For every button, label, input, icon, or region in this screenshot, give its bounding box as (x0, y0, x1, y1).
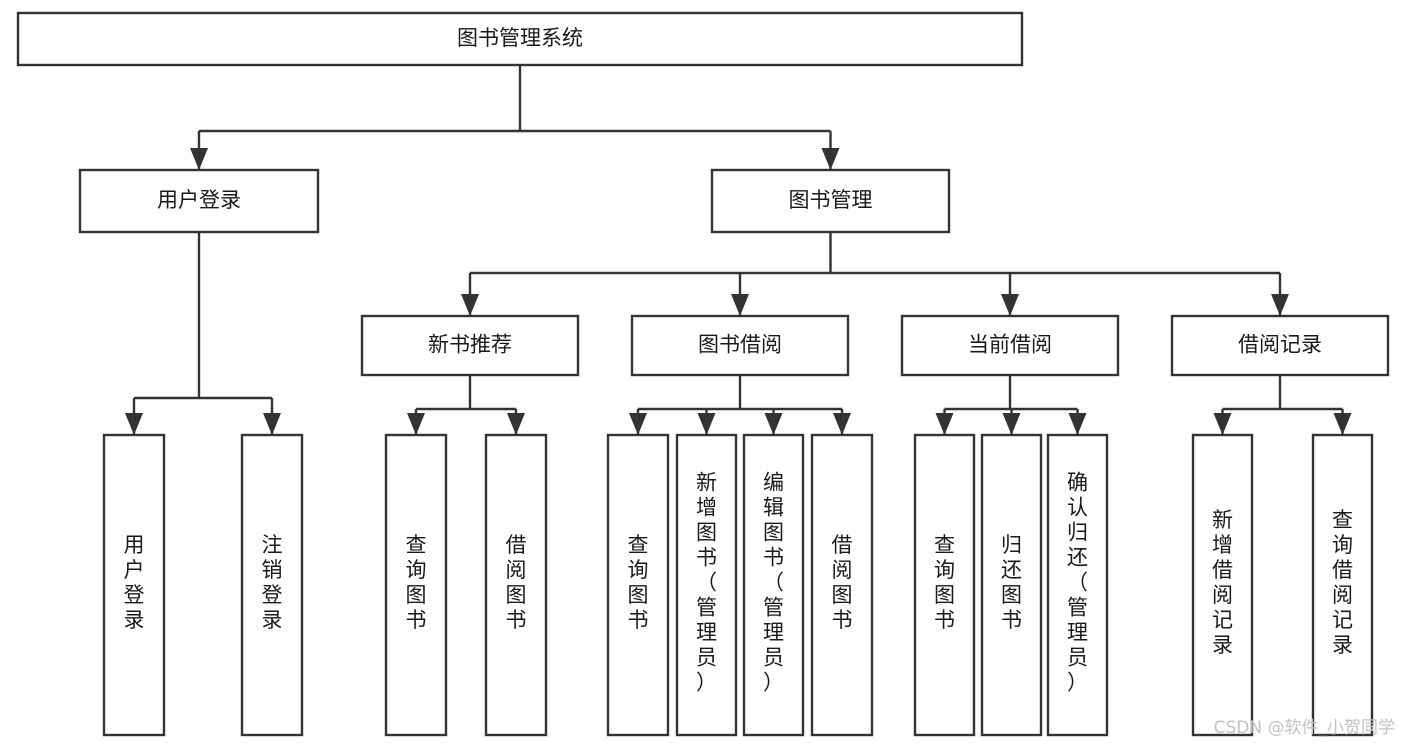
node-leaf-query-book-recommend[interactable]: 查询图书 (384, 433, 448, 737)
connector-arrow-icon (1002, 413, 1021, 435)
connector-arrow-icon (190, 148, 208, 170)
node-box-leaf-borrow-book[interactable] (810, 433, 874, 737)
node-label-leaf-edit-book: 编辑图书（管理员） (763, 471, 784, 695)
node-leaf-logout[interactable]: 注销登录 (240, 433, 304, 737)
node-book-management[interactable]: 图书管理 (710, 168, 951, 234)
node-label-leaf-logout: 注销登录 (262, 533, 283, 632)
node-box-current-borrow[interactable] (900, 314, 1120, 377)
connector-arrow-icon (1271, 294, 1289, 316)
node-label-user-login: 用户登录 (157, 188, 241, 212)
node-label-leaf-add-book: 新增图书（管理员） (696, 471, 717, 695)
node-label-book-management: 图书管理 (789, 188, 873, 212)
node-leaf-return-book[interactable]: 归还图书 (980, 433, 1043, 737)
node-leaf-query-book-current[interactable]: 查询图书 (913, 433, 976, 737)
node-box-leaf-query-book-current[interactable] (913, 433, 976, 737)
node-box-book-borrow[interactable] (630, 314, 850, 377)
connector-arrow-icon (1213, 413, 1232, 435)
node-box-leaf-query-book-recommend[interactable] (384, 433, 448, 737)
node-leaf-borrow-book-recommend[interactable]: 借阅图书 (484, 433, 548, 737)
connector-arrow-icon (629, 413, 647, 435)
node-leaf-confirm-return[interactable]: 确认归还（管理员） (1046, 433, 1109, 737)
node-leaf-query-book-borrow[interactable]: 查询图书 (606, 433, 670, 737)
node-label-book-borrow: 图书借阅 (698, 333, 782, 357)
node-box-leaf-query-book-borrow[interactable] (606, 433, 670, 737)
connector-arrow-icon (407, 413, 425, 435)
node-label-leaf-query-borrow-record: 查询借阅记录 (1332, 508, 1353, 657)
node-label-leaf-add-borrow-record: 新增借阅记录 (1212, 508, 1233, 657)
node-label-borrow-record: 借阅记录 (1238, 333, 1322, 357)
node-leaf-user-login[interactable]: 用户登录 (102, 433, 166, 737)
node-box-leaf-logout[interactable] (240, 433, 304, 737)
connector-arrow-icon (125, 413, 143, 435)
connector-arrow-icon (1068, 413, 1087, 435)
connector-arrow-icon (731, 294, 749, 316)
node-leaf-query-borrow-record[interactable]: 查询借阅记录 (1311, 433, 1374, 737)
node-box-root[interactable] (16, 11, 1024, 67)
node-label-leaf-borrow-book: 借阅图书 (832, 533, 853, 632)
connector-arrow-icon (697, 413, 716, 435)
connector-arrow-icon (461, 294, 479, 316)
node-box-leaf-user-login[interactable] (102, 433, 166, 737)
node-box-leaf-add-book[interactable] (675, 433, 738, 737)
connector-arrow-icon (1001, 294, 1019, 316)
node-leaf-add-book[interactable]: 新增图书（管理员） (675, 433, 738, 737)
connector-arrow-icon (821, 148, 840, 170)
node-box-user-login[interactable] (78, 168, 320, 234)
connector-arrow-icon (1333, 413, 1352, 435)
node-book-borrow[interactable]: 图书借阅 (630, 314, 850, 377)
node-box-leaf-borrow-book-recommend[interactable] (484, 433, 548, 737)
node-leaf-borrow-book[interactable]: 借阅图书 (810, 433, 874, 737)
node-label-current-borrow: 当前借阅 (968, 333, 1052, 357)
connector-arrow-icon (507, 413, 525, 435)
node-label-leaf-query-book-recommend: 查询图书 (406, 533, 427, 632)
node-label-leaf-query-book-borrow: 查询图书 (628, 533, 649, 632)
connectors-layer (125, 65, 1352, 435)
node-box-book-management[interactable] (710, 168, 951, 234)
node-label-leaf-return-book: 归还图书 (1001, 533, 1022, 632)
connector-arrow-icon (263, 413, 281, 435)
node-label-leaf-confirm-return: 确认归还（管理员） (1067, 471, 1088, 695)
node-box-new-book-recommend[interactable] (360, 314, 580, 377)
node-box-leaf-return-book[interactable] (980, 433, 1043, 737)
connector-arrow-icon (833, 413, 851, 435)
csdn-watermark: CSDN @软件_小贺同学 (1214, 718, 1395, 738)
node-label-new-book-recommend: 新书推荐 (428, 333, 512, 357)
node-box-borrow-record[interactable] (1170, 314, 1390, 377)
connector-arrow-icon (935, 413, 954, 435)
node-new-book-recommend[interactable]: 新书推荐 (360, 314, 580, 377)
boxes-layer: 图书管理系统用户登录图书管理新书推荐图书借阅当前借阅借阅记录用户登录注销登录查询… (16, 11, 1390, 737)
node-label-leaf-borrow-book-recommend: 借阅图书 (506, 533, 527, 632)
node-box-leaf-edit-book[interactable] (742, 433, 805, 737)
node-box-leaf-add-borrow-record[interactable] (1191, 433, 1254, 737)
node-root[interactable]: 图书管理系统 (16, 11, 1024, 67)
node-current-borrow[interactable]: 当前借阅 (900, 314, 1120, 377)
connector-arrow-icon (764, 413, 783, 435)
node-user-login[interactable]: 用户登录 (78, 168, 320, 234)
node-label-root: 图书管理系统 (457, 26, 583, 50)
node-label-leaf-user-login: 用户登录 (124, 533, 145, 632)
node-box-leaf-confirm-return[interactable] (1046, 433, 1109, 737)
node-box-leaf-query-borrow-record[interactable] (1311, 433, 1374, 737)
node-leaf-add-borrow-record[interactable]: 新增借阅记录 (1191, 433, 1254, 737)
node-label-leaf-query-book-current: 查询图书 (934, 533, 955, 632)
node-leaf-edit-book[interactable]: 编辑图书（管理员） (742, 433, 805, 737)
node-borrow-record[interactable]: 借阅记录 (1170, 314, 1390, 377)
